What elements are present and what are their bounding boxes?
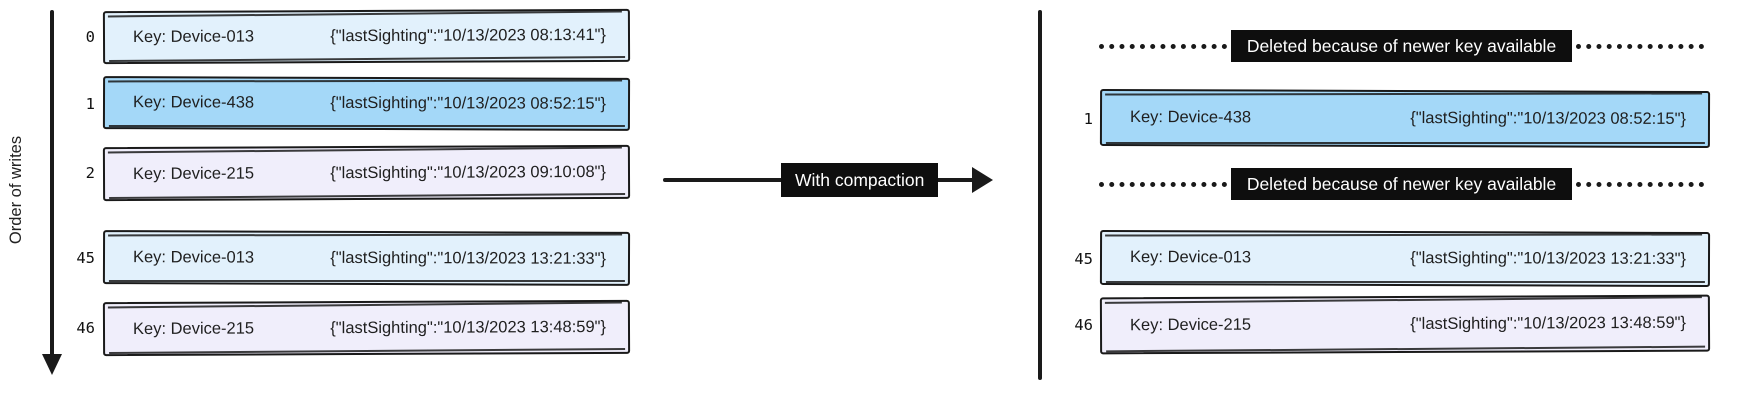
record-key: Key: Device-215	[1129, 315, 1252, 335]
log-record: Key: Device-013 {"lastSighting":"10/13/2…	[102, 230, 631, 286]
log-record: Key: Device-215 {"lastSighting":"10/13/2…	[102, 144, 631, 202]
compacted-log-axis-line	[1038, 10, 1042, 380]
record-index: 45	[1074, 249, 1093, 268]
deleted-banner: Deleted because of newer key available	[1095, 168, 1708, 200]
record-key: Key: Device-215	[132, 163, 255, 183]
record-value: {"lastSighting":"10/13/2023 08:52:15"}	[1410, 109, 1687, 128]
log-record: Key: Device-215 {"lastSighting":"10/13/2…	[102, 299, 631, 357]
dotted-line	[1099, 181, 1227, 187]
record-key: Key: Device-438	[132, 93, 255, 112]
deleted-banner: Deleted because of newer key available	[1095, 30, 1708, 62]
record-key: Key: Device-013	[1129, 248, 1252, 267]
record-key: Key: Device-215	[132, 318, 255, 338]
log-record: Key: Device-013 {"lastSighting":"10/13/2…	[1099, 229, 1711, 288]
record-value: {"lastSighting":"10/13/2023 08:52:15"}	[330, 93, 607, 113]
record-value: {"lastSighting":"10/13/2023 13:48:59"}	[1410, 313, 1687, 333]
record-index: 0	[85, 27, 95, 46]
record-key: Key: Device-438	[1129, 108, 1252, 127]
deleted-banner-label: Deleted because of newer key available	[1230, 30, 1573, 62]
compaction-arrow-label: With compaction	[781, 163, 939, 197]
dotted-line	[1099, 43, 1227, 49]
record-key: Key: Device-013	[132, 247, 255, 267]
log-record: Key: Device-438 {"lastSighting":"10/13/2…	[102, 76, 631, 131]
record-value: {"lastSighting":"10/13/2023 09:10:08"}	[330, 162, 607, 182]
record-value: {"lastSighting":"10/13/2023 13:21:33"}	[1410, 249, 1687, 268]
order-of-writes-arrowhead-icon	[42, 354, 62, 375]
log-record: Key: Device-013 {"lastSighting":"10/13/2…	[102, 8, 631, 65]
deleted-banner-label: Deleted because of newer key available	[1230, 168, 1573, 200]
log-record: Key: Device-438 {"lastSighting":"10/13/2…	[1099, 88, 1711, 149]
record-key: Key: Device-013	[132, 27, 255, 47]
record-value: {"lastSighting":"10/13/2023 08:13:41"}	[330, 25, 607, 46]
order-of-writes-label: Order of writes	[7, 135, 25, 245]
record-index: 2	[85, 164, 95, 182]
record-index: 46	[76, 319, 95, 337]
record-index: 45	[76, 249, 95, 267]
record-index: 46	[1074, 315, 1093, 334]
log-record: Key: Device-215 {"lastSighting":"10/13/2…	[1099, 294, 1711, 355]
compaction-arrowhead-icon	[972, 167, 993, 193]
record-value: {"lastSighting":"10/13/2023 13:21:33"}	[330, 248, 607, 268]
record-index: 1	[85, 94, 95, 113]
order-of-writes-arrow-line	[50, 10, 54, 356]
record-value: {"lastSighting":"10/13/2023 13:48:59"}	[330, 317, 607, 337]
record-index: 1	[1083, 109, 1093, 128]
dotted-line	[1576, 181, 1704, 187]
dotted-line	[1576, 43, 1704, 49]
